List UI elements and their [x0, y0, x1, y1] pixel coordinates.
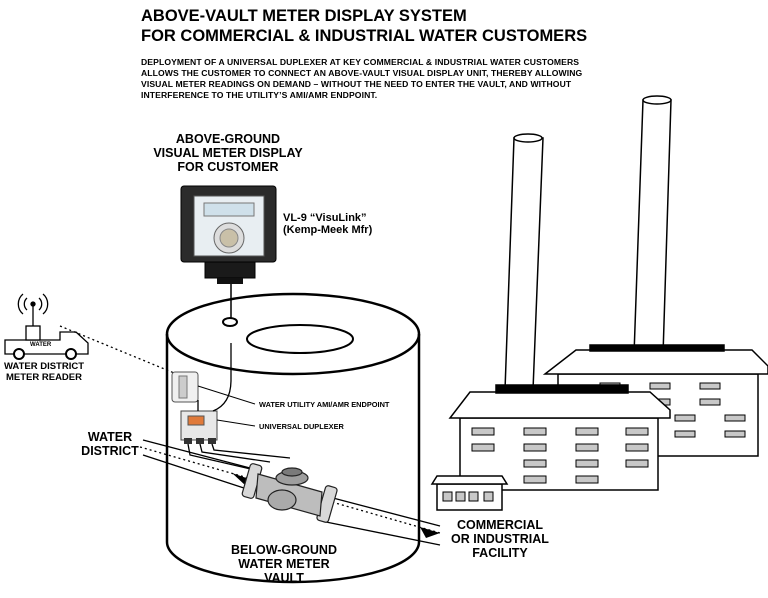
- water-district-label-line: DISTRICT: [81, 444, 139, 458]
- reader-label-line: WATER DISTRICT: [3, 361, 85, 372]
- page-subtitle: FOR COMMERCIAL & INDUSTRIAL WATER CUSTOM…: [141, 27, 588, 45]
- endpoint-label: WATER UTILITY AMI/AMR ENDPOINT: [259, 400, 390, 409]
- vault-label-line: VAULT: [264, 571, 304, 585]
- facility-label-line: OR INDUSTRIAL: [451, 532, 549, 546]
- display-unit-icon: [180, 185, 277, 284]
- facility-label: COMMERCIAL OR INDUSTRIAL FACILITY: [436, 518, 564, 560]
- antenna-icon: [17, 293, 49, 326]
- description-line: INTERFERENCE TO THE UTILITY’S AMI/AMR EN…: [141, 90, 378, 100]
- display-label-line: ABOVE-GROUND: [175, 132, 281, 146]
- vault-label-line: WATER METER: [238, 557, 330, 571]
- page-title: ABOVE-VAULT METER DISPLAY SYSTEM: [141, 7, 467, 25]
- vault-label: BELOW-GROUND WATER METER VAULT: [228, 543, 340, 585]
- duplexer-label: UNIVERSAL DUPLEXER: [259, 422, 344, 431]
- duplexer-leader: [216, 419, 256, 427]
- facility-label-line: COMMERCIAL: [456, 518, 544, 532]
- duplexer-icon: [180, 410, 218, 444]
- product-label-line: (Kemp-Meek Mfr): [283, 224, 373, 237]
- truck-label: WATER: [30, 342, 52, 348]
- vault-cylinder: [165, 292, 421, 584]
- truck-icon: [4, 325, 89, 360]
- display-label: ABOVE-GROUND VISUAL METER DISPLAY FOR CU…: [140, 132, 316, 174]
- endpoint-icon: [171, 371, 199, 403]
- facility-label-line: FACILITY: [472, 546, 528, 560]
- factory-icon: [430, 95, 768, 511]
- reader-label-line: METER READER: [5, 371, 82, 383]
- endpoint-leader: [197, 385, 256, 405]
- water-district-label: WATER DISTRICT: [78, 430, 142, 458]
- product-label: VL-9 “VisuLink” (Kemp-Meek Mfr): [283, 212, 372, 237]
- description-line: VISUAL METER READINGS ON DEMAND – WITHOU…: [141, 79, 572, 89]
- display-label-line: VISUAL METER DISPLAY: [153, 146, 303, 160]
- water-meter-icon: [241, 463, 338, 523]
- description-line: DEPLOYMENT OF A UNIVERSAL DUPLEXER AT KE…: [141, 57, 580, 67]
- display-label-line: FOR CUSTOMER: [177, 160, 279, 174]
- reader-label: WATER DISTRICT METER READER: [0, 361, 88, 383]
- description-line: ALLOWS THE CUSTOMER TO CONNECT AN ABOVE-…: [141, 68, 583, 78]
- description: DEPLOYMENT OF A UNIVERSAL DUPLEXER AT KE…: [141, 57, 582, 101]
- water-district-label-line: WATER: [87, 430, 133, 444]
- product-label-line: VL-9 “VisuLink”: [283, 212, 367, 224]
- vault-label-line: BELOW-GROUND: [231, 543, 337, 557]
- vault-wiring: [187, 343, 291, 471]
